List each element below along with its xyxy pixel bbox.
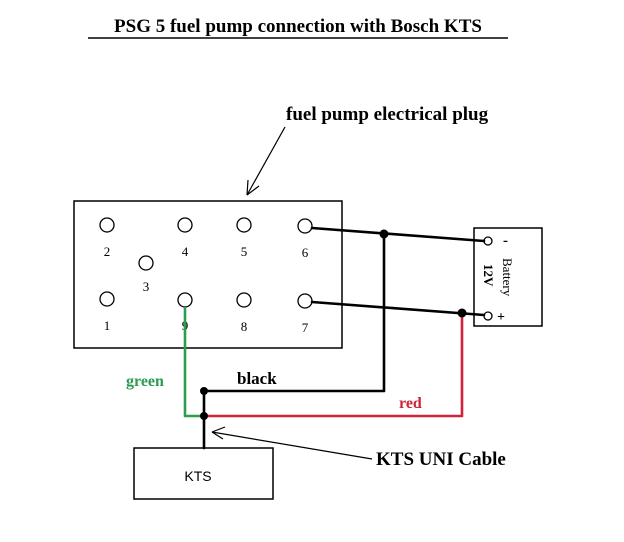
pin-label-2: 2 (104, 244, 111, 259)
fuel-pump-plug (73, 200, 343, 349)
battery-label: Battery (500, 258, 515, 297)
pin-label-1: 1 (104, 318, 111, 333)
plug-pins (99, 217, 313, 309)
pin-5 (236, 217, 252, 233)
pin-4 (177, 217, 193, 233)
pin-8 (236, 292, 252, 308)
pin-label-8: 8 (241, 319, 248, 334)
cable-pointer-arrow (211, 426, 373, 460)
junction-positive (457, 308, 467, 318)
battery (473, 227, 543, 327)
pin-label-4: 4 (182, 244, 189, 259)
junction-black (200, 387, 208, 395)
red-wire-label: red (399, 395, 422, 412)
pin-6 (297, 218, 313, 234)
battery-plus-sign: + (497, 310, 505, 325)
junction-red-green (200, 412, 208, 420)
pin-3 (138, 255, 154, 271)
diagram-title: PSG 5 fuel pump connection with Bosch KT… (114, 16, 482, 37)
pin-7 (297, 293, 313, 309)
kts-unit (133, 447, 274, 500)
wire-pin6-to-battery-negative (310, 226, 486, 243)
pin-label-7: 7 (302, 320, 309, 335)
green-wire (183, 307, 204, 418)
pin-2 (99, 217, 115, 233)
battery-voltage: 12V (481, 264, 496, 287)
pin-label-3: 3 (143, 279, 150, 294)
red-wire (204, 313, 464, 418)
plug-pointer-arrow (246, 126, 286, 196)
battery-minus-sign: - (503, 233, 508, 249)
pin-label-6: 6 (302, 245, 309, 260)
junction-negative (379, 229, 389, 239)
pin-9 (177, 292, 193, 308)
kts-cable-label: KTS UNI Cable (376, 449, 506, 470)
plug-label: fuel pump electrical plug (286, 104, 489, 125)
battery-positive-terminal (483, 311, 493, 321)
pin-1 (99, 291, 115, 307)
black-wire-label: black (237, 369, 277, 388)
kts-label: KTS (184, 468, 211, 484)
green-wire-label: green (126, 373, 164, 390)
pin-label-5: 5 (241, 244, 248, 259)
wire-pin7-to-battery-positive (310, 300, 486, 317)
